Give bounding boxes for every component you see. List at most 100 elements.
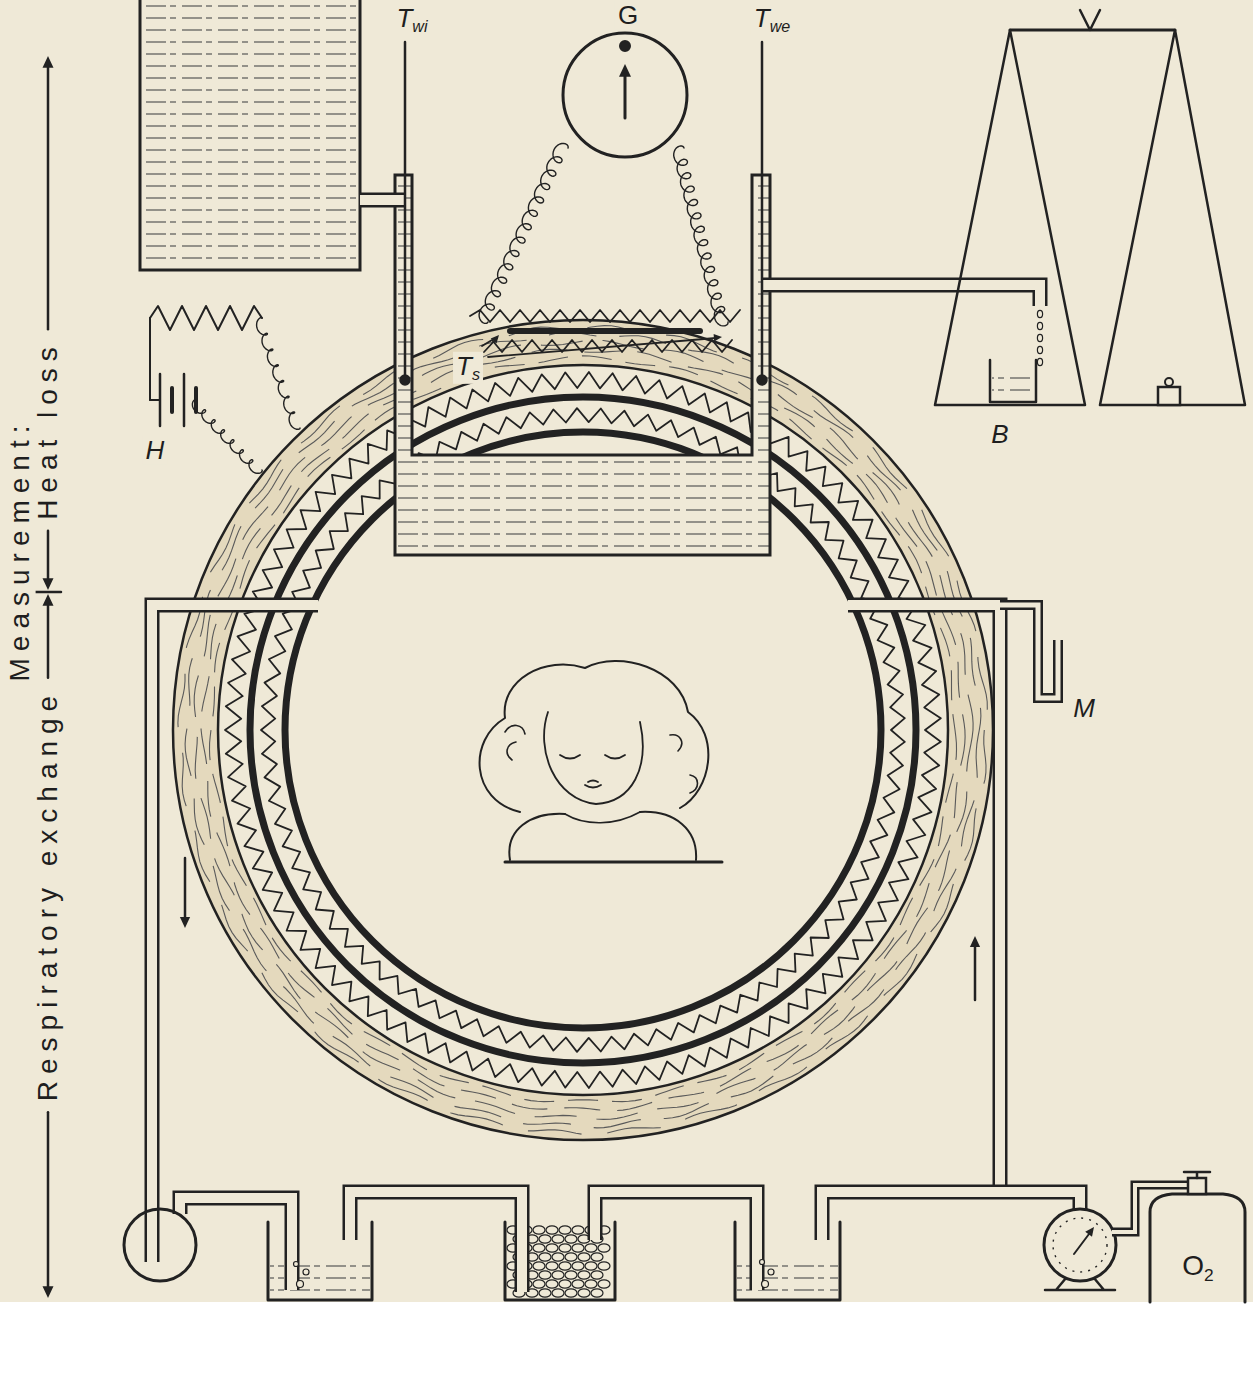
thermometer bbox=[761, 42, 764, 376]
leader-head bbox=[714, 334, 722, 342]
galvanometer-lead bbox=[479, 143, 568, 323]
subject-face bbox=[544, 712, 643, 804]
absorbent-granule bbox=[546, 1226, 558, 1234]
axis-caption: Measurement: bbox=[5, 416, 36, 685]
blower bbox=[124, 1209, 196, 1281]
absorbent-granule bbox=[572, 1226, 584, 1234]
absorbent-granule bbox=[578, 1271, 590, 1279]
range-label: Heat loss bbox=[33, 337, 64, 523]
meter-needle-head bbox=[1085, 1227, 1094, 1237]
beaker bbox=[990, 360, 1036, 402]
galvanometer-pivot bbox=[620, 41, 630, 51]
absorbent-granule bbox=[559, 1244, 571, 1252]
water-inlet-pipe-bore bbox=[360, 195, 404, 205]
water-drop bbox=[1037, 310, 1042, 317]
collected-water bbox=[992, 376, 1034, 401]
oxygen-label: O2 bbox=[1179, 1251, 1216, 1285]
range-divider bbox=[35, 591, 61, 594]
wire bbox=[149, 318, 151, 400]
air-pipe bbox=[350, 1192, 522, 1292]
balance-label: B bbox=[988, 420, 1011, 449]
absorbent-granule bbox=[598, 1244, 610, 1252]
galvanometer-lead bbox=[674, 146, 728, 326]
table-edge bbox=[505, 861, 722, 864]
galvanometer-needle bbox=[624, 72, 627, 118]
absorbent-granule bbox=[546, 1262, 558, 1270]
flow-arrow-head bbox=[970, 936, 980, 947]
absorbent-granule bbox=[559, 1262, 571, 1270]
battery-plate bbox=[170, 388, 174, 412]
manometer-tube-bore bbox=[1000, 605, 1058, 698]
absorbent-granule bbox=[565, 1235, 577, 1243]
closed-eye bbox=[560, 755, 625, 759]
meter-stand bbox=[1045, 1278, 1115, 1290]
weight bbox=[1158, 387, 1180, 405]
manometer-tube bbox=[1000, 605, 1058, 698]
absorbent-granule bbox=[552, 1253, 564, 1261]
air-pipe-bore bbox=[152, 605, 318, 1262]
absorbent-granule bbox=[578, 1289, 590, 1297]
range-line bbox=[47, 1112, 50, 1290]
absorbent-granule bbox=[533, 1244, 545, 1252]
water-drop bbox=[1037, 358, 1042, 365]
instrument-letter: G bbox=[615, 1, 641, 30]
water-drop bbox=[1037, 346, 1042, 353]
water-drop bbox=[1037, 334, 1042, 341]
rheostat bbox=[150, 306, 262, 330]
thermometer-label: Twi bbox=[393, 4, 430, 36]
absorbent-granule bbox=[539, 1289, 551, 1297]
bubble bbox=[294, 1262, 299, 1267]
galvanometer-needle-head bbox=[619, 64, 631, 77]
wood-grain bbox=[185, 332, 981, 1128]
sweater-collar bbox=[565, 812, 640, 823]
leader-head bbox=[491, 335, 499, 344]
galvanometer bbox=[563, 33, 687, 157]
absorbent-granule bbox=[546, 1244, 558, 1252]
air-pipe bbox=[152, 605, 318, 1262]
absorbent-granule bbox=[539, 1271, 551, 1279]
weight-handle bbox=[1165, 378, 1173, 386]
absorbent-granule bbox=[572, 1244, 584, 1252]
absorbent-granule bbox=[572, 1280, 584, 1288]
heat-absorber bbox=[395, 175, 770, 555]
range-arrow-head bbox=[43, 1286, 54, 1298]
battery-plate bbox=[159, 374, 162, 426]
air-pipe bbox=[848, 605, 1000, 1192]
absorbent-granule bbox=[552, 1289, 564, 1297]
meter-dial bbox=[1053, 1218, 1107, 1272]
absorbent-granule bbox=[539, 1253, 551, 1261]
absorbent-granule bbox=[565, 1253, 577, 1261]
wood-grain bbox=[178, 326, 987, 1136]
heater-lead bbox=[257, 318, 300, 430]
balance-pan bbox=[1100, 30, 1245, 405]
gas-meter bbox=[1044, 1209, 1116, 1281]
water-tank bbox=[140, 0, 360, 270]
air-pipe-bore bbox=[822, 1192, 1000, 1240]
subject-mouth bbox=[585, 781, 601, 788]
absorbent-granule bbox=[578, 1253, 590, 1261]
absorbent-granule bbox=[552, 1271, 564, 1279]
thermometer-bulb bbox=[400, 375, 410, 385]
absorbent-granule bbox=[585, 1244, 597, 1252]
range-line bbox=[47, 64, 50, 329]
battery-plate bbox=[183, 374, 186, 426]
oxygen-pipe bbox=[1000, 1192, 1080, 1209]
air-pipe-bore bbox=[595, 1192, 757, 1290]
balance-fulcrum bbox=[1080, 10, 1100, 30]
bottom-strip bbox=[0, 1302, 1253, 1390]
thermocouple-label: Ts bbox=[453, 352, 483, 384]
valve-knob bbox=[1184, 1172, 1210, 1178]
water-outlet-pipe-bore bbox=[762, 285, 1040, 306]
range-line bbox=[47, 602, 50, 678]
absorbent-granule bbox=[591, 1271, 603, 1279]
leader-line bbox=[488, 338, 716, 357]
bubble bbox=[762, 1281, 769, 1288]
flow-arrow-head bbox=[180, 917, 190, 928]
absorbent-granule bbox=[591, 1253, 603, 1261]
bubble bbox=[760, 1260, 765, 1265]
absorbent-granule bbox=[559, 1280, 571, 1288]
bubble bbox=[768, 1269, 774, 1275]
bubble bbox=[297, 1281, 304, 1288]
